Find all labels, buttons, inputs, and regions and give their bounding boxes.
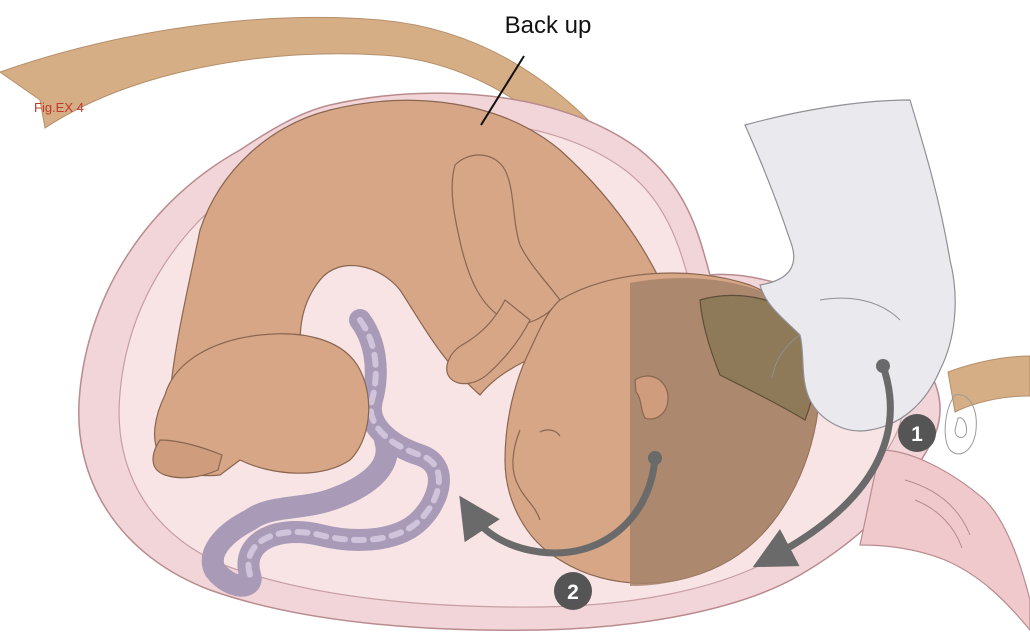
arrow-1-start-dot [876,359,890,373]
figure-id-label: Fig.EX 4 [34,100,84,115]
maternal-bone-pubic [948,356,1030,412]
cervix [860,450,1030,630]
anatomy-outline-inner [955,418,967,438]
arrow-2-start-dot [648,451,662,465]
step-badge-2: 2 [554,572,592,610]
step-badge-2-number: 2 [567,581,579,604]
step-badge-1-number: 1 [911,423,923,446]
step-badge-1: 1 [898,414,936,452]
back-up-annotation: Back up [505,12,592,39]
